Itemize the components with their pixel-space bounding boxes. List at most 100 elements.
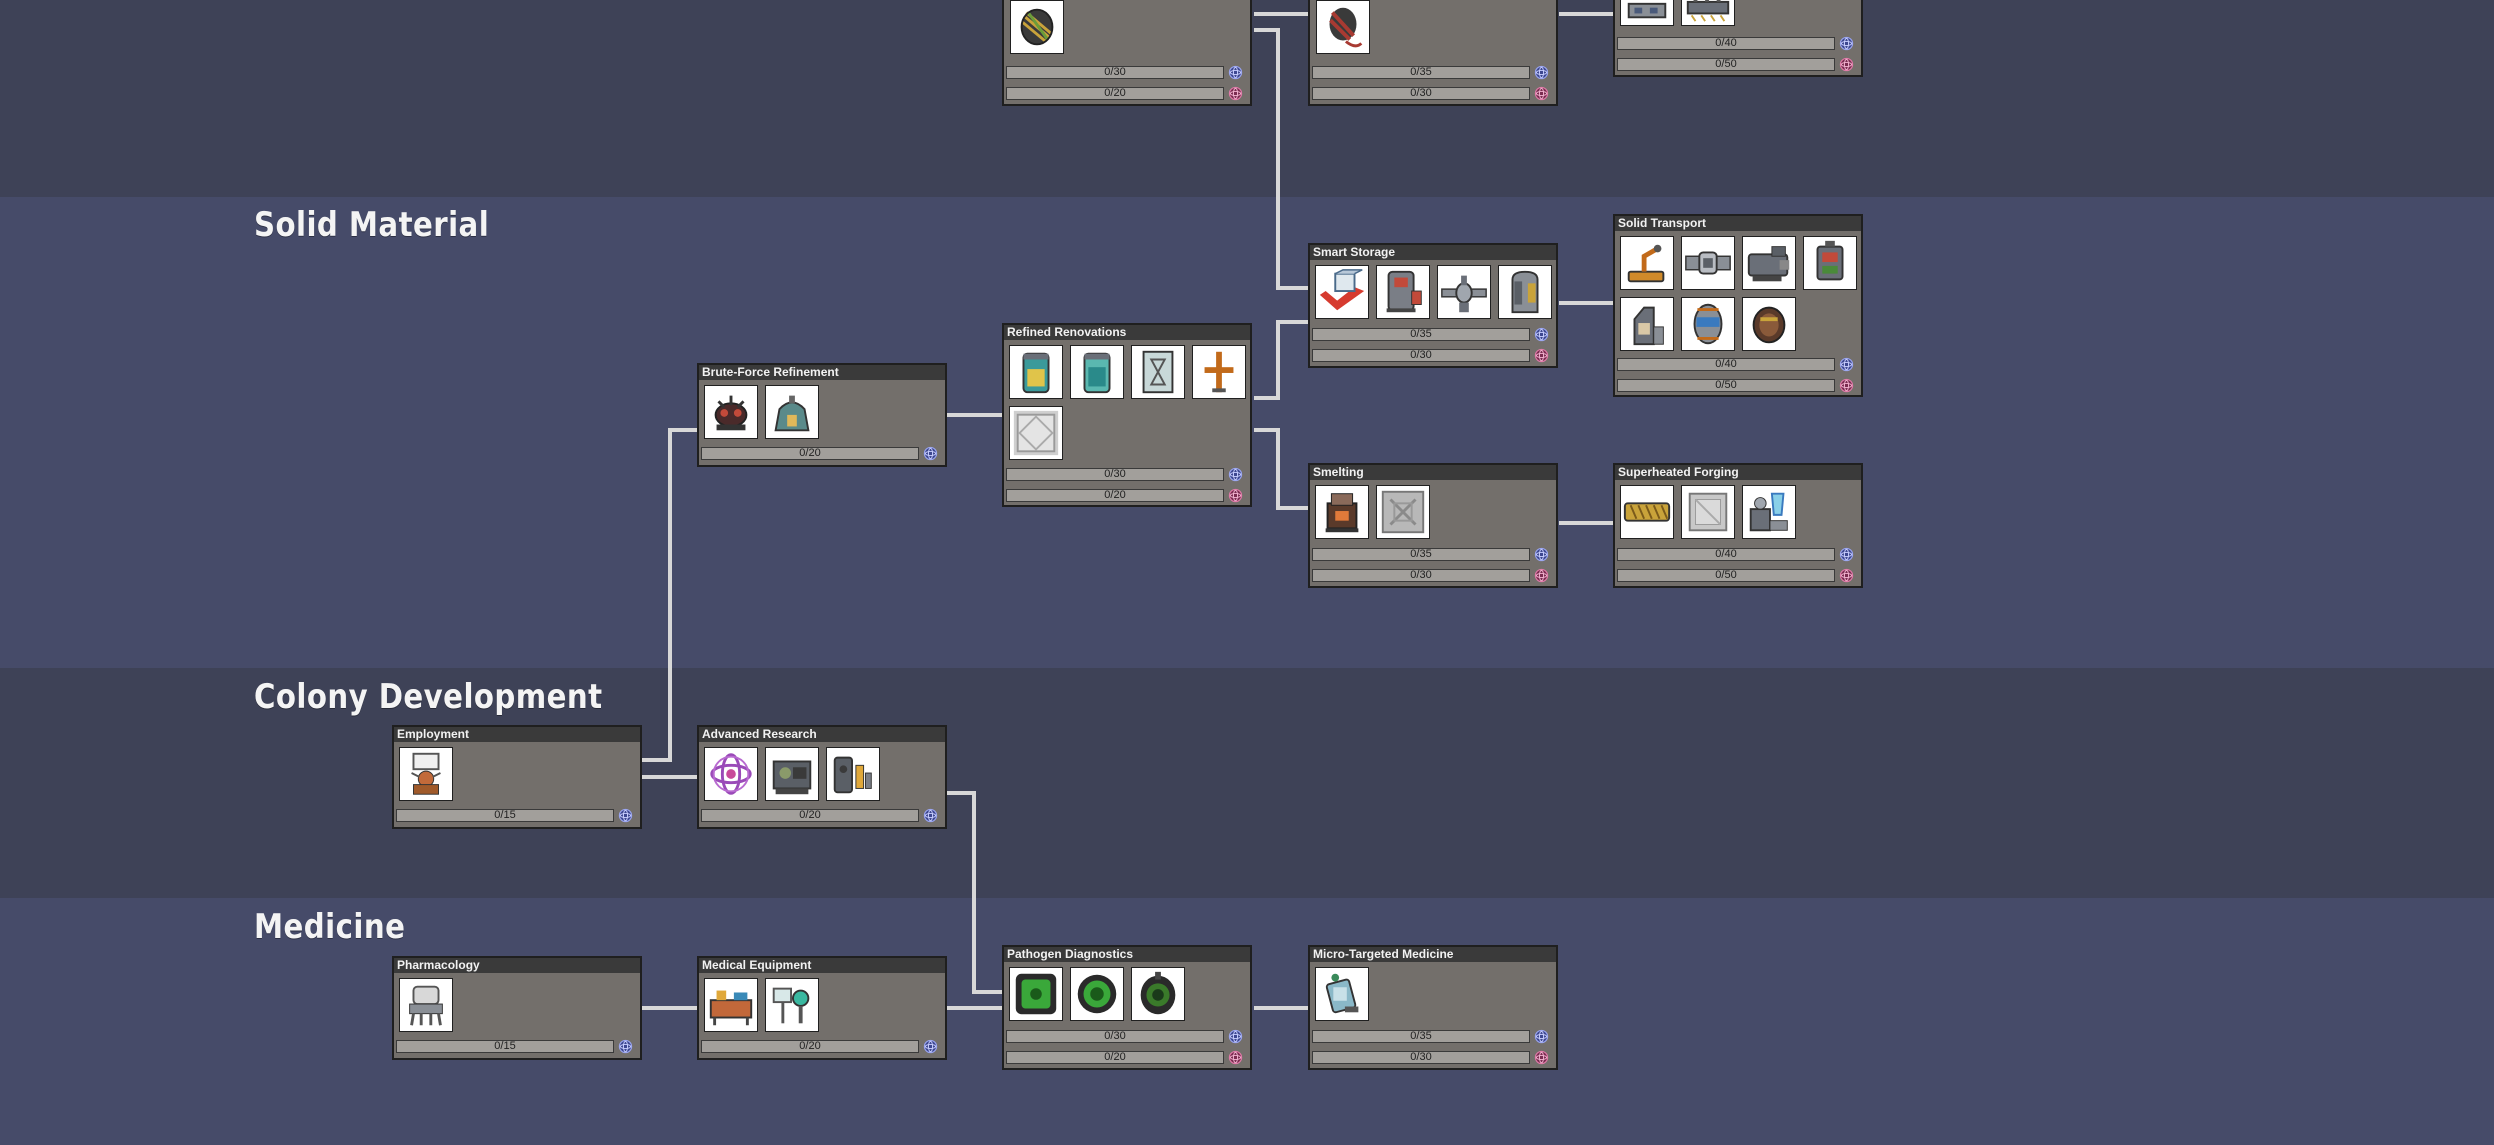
storage-locker-icon[interactable] <box>1498 265 1552 319</box>
basic-research-icon <box>618 1039 633 1054</box>
basic-research-icon <box>923 808 938 823</box>
germ-sensor-icon[interactable] <box>1009 967 1063 1021</box>
tech-node-title: Advanced Research <box>699 727 945 742</box>
tech-node-refined-renovations[interactable]: Refined Renovations 0/30 0/20 <box>1002 323 1252 507</box>
research-progress: 0/15 <box>396 809 614 822</box>
research-progress: 0/50 <box>1617 379 1835 392</box>
auto-sweeper-icon[interactable] <box>1620 236 1674 290</box>
conveyor-loader-icon[interactable] <box>1437 265 1491 319</box>
research-progress: 0/35 <box>1312 548 1530 561</box>
research-progress: 0/30 <box>1312 569 1530 582</box>
research-progress: 0/20 <box>1006 87 1224 100</box>
research-progress: 0/20 <box>1006 489 1224 502</box>
sensor-array-icon[interactable] <box>1681 0 1735 26</box>
apothecary-icon[interactable] <box>399 978 453 1032</box>
basic-research-icon <box>618 808 633 823</box>
glass-forge-icon[interactable] <box>1681 485 1735 539</box>
conveyor-receptacle-icon[interactable] <box>1803 236 1857 290</box>
glass-tile-floor-icon[interactable] <box>1742 485 1796 539</box>
tech-node-title: Micro-Targeted Medicine <box>1310 947 1556 962</box>
tech-node-title: Employment <box>394 727 640 742</box>
basic-research-icon <box>1228 1029 1243 1044</box>
tech-node-medical-equipment[interactable]: Medical Equipment 0/20 <box>697 956 947 1060</box>
disinfectant-icon[interactable] <box>1070 967 1124 1021</box>
tech-node-title: Brute-Force Refinement <box>699 365 945 380</box>
wire-spool-icon[interactable] <box>1010 0 1064 54</box>
conveyor-bridge-icon[interactable] <box>1620 297 1674 351</box>
category-title-solid-material: Solid Material <box>254 205 490 245</box>
tech-node-title: Pharmacology <box>394 958 640 973</box>
basic-research-icon <box>1839 36 1854 51</box>
research-progress: 0/40 <box>1617 37 1835 50</box>
smart-storage-bin-icon[interactable] <box>1315 265 1369 319</box>
metal-refinery-icon[interactable] <box>1315 485 1369 539</box>
research-station-icon[interactable] <box>765 747 819 801</box>
category-title-colony-development: Colony Development <box>254 677 603 717</box>
research-progress: 0/15 <box>396 1040 614 1053</box>
tech-node-title: Smart Storage <box>1310 245 1556 260</box>
radiation-lamp-icon[interactable] <box>1131 967 1185 1021</box>
gas-reservoir-icon[interactable] <box>1009 345 1063 399</box>
basic-research-icon <box>1534 65 1549 80</box>
rotary-pump-icon[interactable] <box>1192 345 1246 399</box>
conveyor-chute-icon[interactable] <box>1681 297 1735 351</box>
tech-node-title: Pathogen Diagnostics <box>1004 947 1250 962</box>
tech-node-title: Solid Transport <box>1615 216 1861 231</box>
research-progress: 0/20 <box>701 1040 919 1053</box>
airlock-door-icon[interactable] <box>1131 345 1185 399</box>
advanced-research-icon <box>1228 1050 1243 1065</box>
tech-node-solid-transport[interactable]: Solid Transport 0/40 0/50 <box>1613 214 1863 397</box>
solid-filter-icon[interactable] <box>1742 297 1796 351</box>
connector-line <box>1254 428 1308 510</box>
transit-tube-icon[interactable] <box>1620 0 1674 26</box>
sick-bay-icon[interactable] <box>704 978 758 1032</box>
conveyor-shutoff-icon[interactable] <box>1742 236 1796 290</box>
tech-node-smart-storage[interactable]: Smart Storage 0/35 0/30 <box>1308 243 1558 368</box>
research-progress: 0/40 <box>1617 358 1835 371</box>
research-progress: 0/50 <box>1617 569 1835 582</box>
research-progress: 0/35 <box>1312 66 1530 79</box>
research-progress: 0/20 <box>701 447 919 460</box>
advanced-research-icon <box>1228 86 1243 101</box>
tech-node-top-left[interactable]: 0/30 0/20 <box>1002 0 1252 106</box>
advanced-medicine-icon[interactable] <box>1315 967 1369 1021</box>
research-progress: 0/20 <box>1006 1051 1224 1064</box>
rock-crusher-icon[interactable] <box>704 385 758 439</box>
connector-line <box>947 791 1002 994</box>
basic-research-icon <box>1534 327 1549 342</box>
research-progress: 0/30 <box>1312 1051 1530 1064</box>
metal-tile-floor-icon[interactable] <box>1376 485 1430 539</box>
advanced-research-icon <box>1839 57 1854 72</box>
tech-node-pathogen-diagnostics[interactable]: Pathogen Diagnostics 0/30 0/20 <box>1002 945 1252 1070</box>
basic-research-icon <box>923 446 938 461</box>
tech-node-top-right[interactable]: 0/40 0/50 <box>1613 0 1863 77</box>
connector-line <box>642 428 697 762</box>
tech-node-advanced-research[interactable]: Advanced Research 0/20 <box>697 725 947 829</box>
tech-node-pharmacology[interactable]: Pharmacology 0/15 <box>392 956 642 1060</box>
virtual-planetarium-icon[interactable] <box>704 747 758 801</box>
research-progress: 0/30 <box>1006 66 1224 79</box>
research-progress: 0/30 <box>1312 87 1530 100</box>
tech-node-micro-targeted-medicine[interactable]: Micro-Targeted Medicine 0/35 0/30 <box>1308 945 1558 1070</box>
advanced-research-icon <box>1534 86 1549 101</box>
disease-clinic-icon[interactable] <box>765 978 819 1032</box>
super-computer-icon[interactable] <box>826 747 880 801</box>
tech-node-title: Refined Renovations <box>1004 325 1250 340</box>
connector-line <box>1254 28 1308 290</box>
robo-miner-icon[interactable] <box>1376 265 1430 319</box>
conduit-spool-icon[interactable] <box>1316 0 1370 54</box>
tech-node-brute-force-refinement[interactable]: Brute-Force Refinement 0/20 <box>697 363 947 467</box>
tech-node-employment[interactable]: Employment 0/15 <box>392 725 642 829</box>
kiln-icon[interactable] <box>765 385 819 439</box>
liquid-reservoir-icon[interactable] <box>1070 345 1124 399</box>
conveyor-rail-icon[interactable] <box>1681 236 1735 290</box>
tech-node-top-mid[interactable]: 0/35 0/30 <box>1308 0 1558 106</box>
tech-node-title: Smelting <box>1310 465 1556 480</box>
skills-board-icon[interactable] <box>399 747 453 801</box>
plastic-tile-icon[interactable] <box>1620 485 1674 539</box>
basic-research-icon <box>1534 547 1549 562</box>
tech-node-smelting[interactable]: Smelting 0/35 0/30 <box>1308 463 1558 588</box>
metal-tile-icon[interactable] <box>1009 406 1063 460</box>
tech-node-superheated-forging[interactable]: Superheated Forging 0/40 0/50 <box>1613 463 1863 588</box>
